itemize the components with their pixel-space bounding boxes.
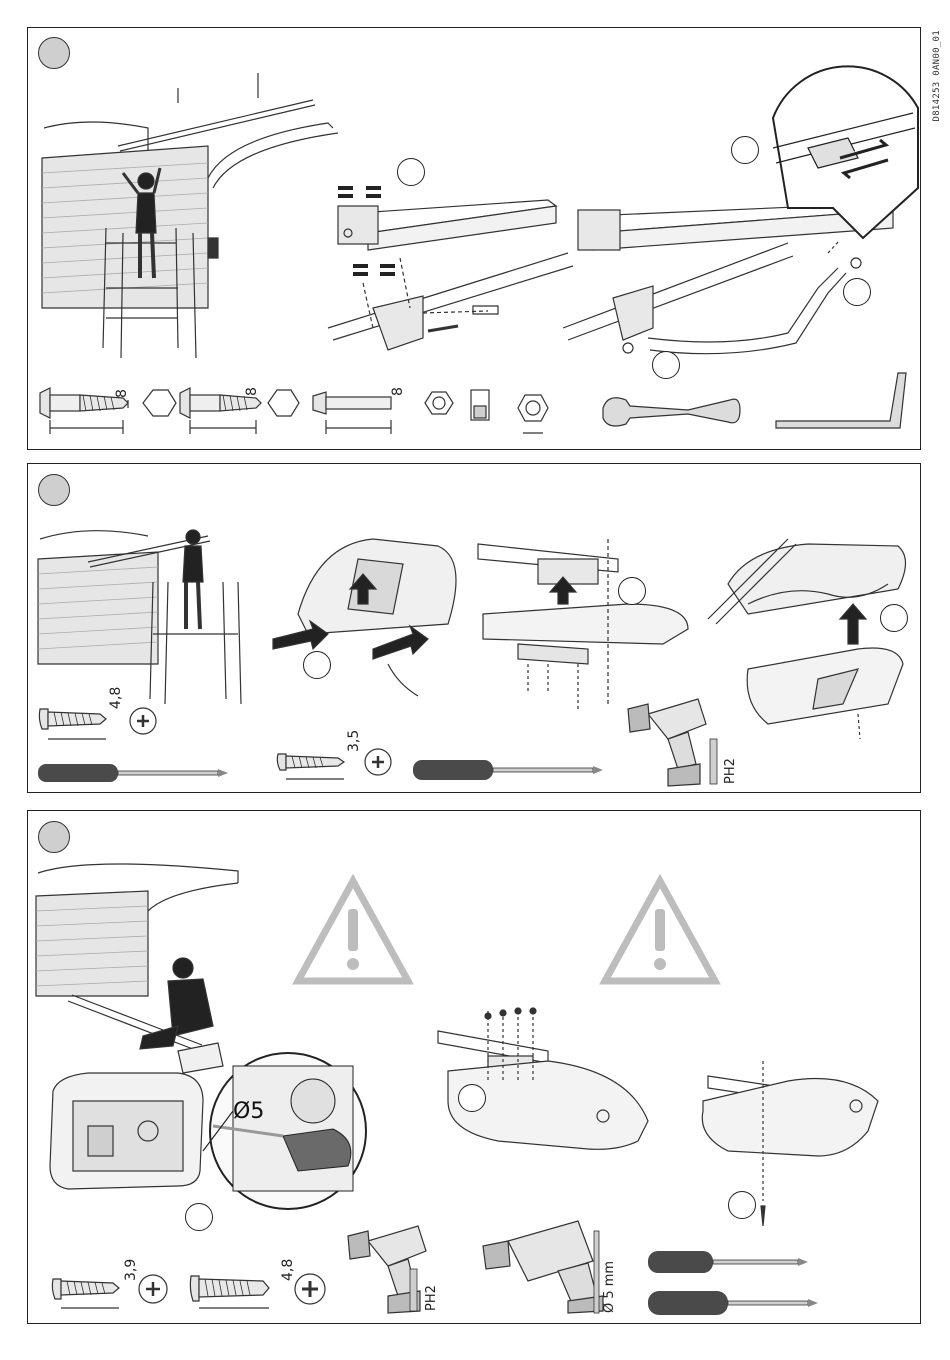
callout-circle [731,136,759,164]
mounting-plate-detail [478,539,688,709]
open-end-wrench-icon [603,398,740,426]
callout-circle [843,278,871,306]
screw-spec-1 [39,708,156,739]
document-id: D814253 0AN00_01 [932,30,942,122]
housing-release-detail [273,539,456,696]
step-panel-1: 8 8 8 [27,27,921,450]
dimension-label: 8 [114,389,130,398]
dimension-label: 3,5 [346,730,362,752]
base-unit-detail [50,1073,203,1189]
step-panel-2: 4,8 3,5 PH2 [27,463,921,793]
garage-scene [38,530,241,704]
bit-label: PH2 [723,758,738,784]
callout-circle [652,351,680,379]
dimension-label: 3,9 [123,1259,139,1281]
screwdriver-icon [648,1291,818,1315]
garage-scene [36,864,238,1073]
panel-2-illustration [28,464,920,792]
fasteners-row [40,373,906,434]
cover-install-detail [708,539,906,739]
drill-bit-size-label: Ø 5 mm [602,1261,617,1313]
screw-spec-2 [190,1274,325,1308]
screwdriver-icon [413,760,603,780]
callout-circle [303,651,331,679]
callout-circle [397,158,425,186]
step-panel-3: Ø5 3,9 4,8 PH2 Ø 5 mm [27,810,921,1324]
callout-circle [185,1203,213,1231]
screw-spec-2 [277,749,391,779]
dimension-label: 4,8 [108,687,124,709]
screwdriver-icon [648,1251,808,1273]
washer-icon [425,392,453,414]
hex-nut-icon [518,395,548,433]
panel-3-illustration [28,811,920,1323]
lag-screw-icon [40,388,176,434]
warning-triangle-icon [605,881,715,981]
callout-circle [458,1084,486,1112]
panel-1-illustration [28,28,920,449]
callout-circle [618,577,646,605]
dimension-label: 4,8 [280,1259,296,1281]
hex-key-icon [776,373,906,428]
drill-bit-icon [594,1231,599,1313]
screw-spec-1 [52,1275,167,1308]
warning-triangle-icon [298,881,408,981]
lag-screw-icon [180,388,299,434]
rail-arm-detail-2 [563,203,893,354]
bit-label: PH2 [424,1285,439,1311]
magnifier-detail [203,1053,366,1209]
rail-bracket-detail-1 [328,188,573,350]
dimension-label: 8 [390,387,406,396]
callout-circle [728,1191,756,1219]
zoom-detail-lens [773,66,918,238]
callout-circle [880,604,908,632]
ph2-bit-icon [710,739,717,784]
dimension-label: 8 [244,387,260,396]
rail-mount-detail-1 [438,1008,648,1149]
cordless-drill-icon [628,699,706,786]
hammer-drill-icon [483,1221,603,1313]
hex-bolt-icon [313,392,391,434]
ph2-bit-icon [410,1269,417,1311]
garage-scene [42,73,338,358]
lock-nut-icon [471,390,489,420]
drill-diameter-label: Ø5 [233,1099,264,1124]
screwdriver-icon [38,764,228,782]
